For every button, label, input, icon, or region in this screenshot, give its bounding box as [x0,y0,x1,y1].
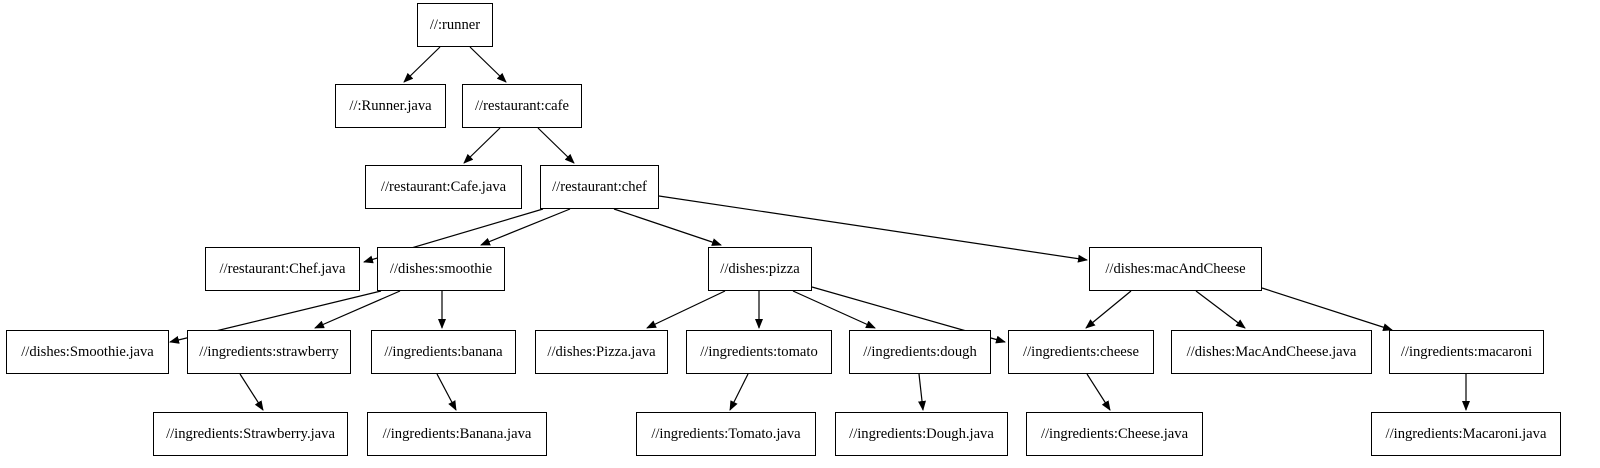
graph-node-label: //ingredients:cheese [1023,343,1139,360]
graph-node-label: //dishes:Pizza.java [547,343,656,360]
graph-node-chef_java[interactable]: //restaurant:Chef.java [205,247,360,291]
graph-node-smoothie_java[interactable]: //dishes:Smoothie.java [6,330,169,374]
graph-node-label: //ingredients:Dough.java [849,425,994,442]
graph-node-label: //restaurant:cafe [475,97,569,114]
graph-node-label: //ingredients:strawberry [199,343,339,360]
graph-node-label: //:Runner.java [349,97,432,114]
graph-node-tomato_java[interactable]: //ingredients:Tomato.java [636,412,816,456]
graph-node-label: //ingredients:macaroni [1400,343,1533,360]
graph-node-macandcheese_java[interactable]: //dishes:MacAndCheese.java [1171,330,1372,374]
graph-node-strawberry_java[interactable]: //ingredients:Strawberry.java [153,412,348,456]
graph-node-runner_java[interactable]: //:Runner.java [335,84,446,128]
graph-node-runner[interactable]: //:runner [417,3,493,47]
graph-node-label: //ingredients:Cheese.java [1040,425,1189,442]
graph-node-cheese_java[interactable]: //ingredients:Cheese.java [1026,412,1203,456]
graph-node-label: //ingredients:Macaroni.java [1385,425,1547,442]
graph-node-dough_java[interactable]: //ingredients:Dough.java [835,412,1008,456]
graph-node-label: //ingredients:banana [384,343,503,360]
graph-node-label: //ingredients:Strawberry.java [166,425,335,442]
graph-node-cafe_java[interactable]: //restaurant:Cafe.java [365,165,522,209]
graph-node-label: //ingredients:tomato [700,343,818,360]
graph-node-label: //dishes:MacAndCheese.java [1186,343,1357,360]
graph-node-ing_banana[interactable]: //ingredients:banana [371,330,516,374]
graph-node-label: //dishes:macAndCheese [1105,260,1246,277]
graph-node-label: //restaurant:Chef.java [219,260,346,277]
graph-node-label: //:runner [429,16,481,33]
graph-node-label: //dishes:pizza [720,260,800,277]
graph-node-label: //ingredients:Tomato.java [651,425,801,442]
graph-node-ing_dough[interactable]: //ingredients:dough [849,330,991,374]
graph-node-restaurant_chef[interactable]: //restaurant:chef [540,165,659,209]
graph-node-label: //ingredients:dough [863,343,977,360]
graph-node-ing_tomato[interactable]: //ingredients:tomato [686,330,832,374]
graph-node-label: //dishes:smoothie [389,260,493,277]
graph-node-macaroni_java[interactable]: //ingredients:Macaroni.java [1371,412,1561,456]
graph-node-dishes_smoothie[interactable]: //dishes:smoothie [377,247,505,291]
graph-node-pizza_java[interactable]: //dishes:Pizza.java [535,330,668,374]
graph-node-label: //restaurant:chef [552,178,647,195]
graph-node-label: //dishes:Smoothie.java [21,343,154,360]
graph-node-dishes_pizza[interactable]: //dishes:pizza [708,247,812,291]
graph-node-dishes_macandchs[interactable]: //dishes:macAndCheese [1089,247,1262,291]
graph-node-label: //restaurant:Cafe.java [380,178,507,195]
graph-node-ing_cheese[interactable]: //ingredients:cheese [1008,330,1154,374]
graph-node-ing_strawberry[interactable]: //ingredients:strawberry [187,330,351,374]
graph-node-label: //ingredients:Banana.java [382,425,532,442]
graph-node-banana_java[interactable]: //ingredients:Banana.java [367,412,547,456]
graph-node-ing_macaroni[interactable]: //ingredients:macaroni [1389,330,1544,374]
graph-node-restaurant_cafe[interactable]: //restaurant:cafe [462,84,582,128]
